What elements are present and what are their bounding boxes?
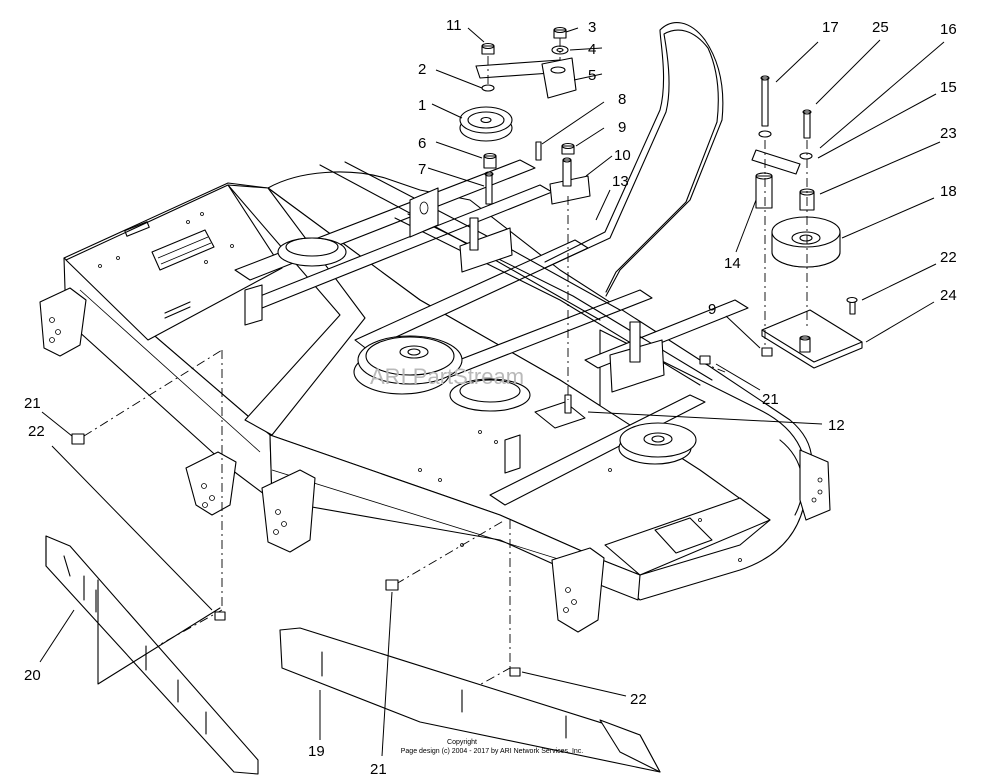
part-21-nut-left	[71, 433, 85, 445]
callout-14: 14	[724, 255, 741, 272]
part-21-nut-front	[385, 579, 399, 591]
callout-9a: 9	[618, 119, 626, 136]
callout-21c: 21	[370, 761, 387, 778]
callout-19: 19	[308, 743, 325, 760]
part-14-spacer	[755, 175, 773, 209]
callout-3: 3	[588, 19, 596, 36]
copyright-line-1: Copyright	[447, 739, 477, 746]
copyright-line-2: Page design (c) 2004 - 2017 by ARI Netwo…	[401, 748, 584, 755]
left-hanger-bracket	[185, 451, 237, 516]
rear-upright-bracket	[409, 187, 439, 238]
callout-18: 18	[940, 183, 957, 200]
callout-21b: 21	[24, 395, 41, 412]
callout-25: 25	[872, 19, 889, 36]
idler-arm-assembly	[459, 26, 591, 205]
callout-16: 16	[940, 21, 957, 38]
callout-15: 15	[940, 79, 957, 96]
part-8-pin	[535, 141, 542, 161]
mower-deck	[39, 159, 831, 633]
part-22-bolt-left	[214, 611, 226, 621]
warning-decal	[151, 229, 215, 271]
leader-lines	[39, 27, 945, 757]
callout-22a: 22	[940, 249, 957, 266]
callout-9b: 9	[708, 301, 716, 318]
right-spindle-pulley	[618, 422, 697, 465]
part-11-nut	[481, 45, 495, 55]
callout-22c: 22	[630, 691, 647, 708]
callout-23: 23	[940, 125, 957, 142]
part-25-bolt	[803, 111, 811, 139]
part-18-pulley	[771, 216, 841, 268]
front-baffle-part-19	[279, 627, 661, 773]
part-17-bolt	[761, 77, 769, 127]
right-deck-bracket	[799, 449, 831, 521]
center-spindle-pulley	[353, 335, 463, 395]
center-upright-bracket	[459, 227, 513, 273]
right-idler-assembly	[751, 75, 863, 369]
left-baffle-part-20	[45, 535, 259, 775]
front-channel	[489, 394, 706, 506]
callout-24: 24	[940, 287, 957, 304]
callout-1: 1	[418, 97, 426, 114]
left-spindle-housing	[277, 237, 347, 267]
part-9-nut	[561, 145, 575, 155]
callout-22b: 22	[28, 423, 45, 440]
watermark: ARI PartStream	[370, 364, 524, 389]
part-10-plate	[549, 175, 591, 205]
callout-7: 7	[418, 161, 426, 178]
discharge-decal	[654, 517, 713, 554]
front-post	[504, 434, 521, 474]
right-post	[629, 321, 641, 363]
slot-decal	[164, 301, 191, 314]
idler-stud	[564, 394, 572, 414]
part-21-nut-right	[699, 355, 711, 365]
idler-pulley-lower	[449, 378, 531, 412]
callout-17: 17	[822, 19, 839, 36]
callout-6: 6	[418, 135, 426, 152]
callout-labels: 11 3 4 2 5 1 8 9 6 10 7 13 17 25 16 15 2…	[24, 17, 957, 778]
part-15-washer	[799, 152, 813, 160]
callout-10: 10	[614, 147, 631, 164]
part-16-bar	[751, 149, 801, 175]
deck-diagonal-plate	[227, 184, 366, 436]
baffle-hardware	[71, 355, 711, 677]
front-right-gusset	[551, 547, 605, 633]
center-post	[469, 217, 479, 251]
part-6-spacer	[483, 155, 497, 169]
rear-post-left	[244, 284, 263, 326]
callout-5: 5	[588, 67, 596, 84]
callout-12: 12	[828, 417, 845, 434]
front-left-gusset	[261, 469, 316, 553]
part-22-bolt-front	[509, 667, 521, 677]
callout-2: 2	[418, 61, 426, 78]
callout-4: 4	[588, 41, 596, 58]
deck-front-skirt	[269, 434, 641, 601]
callout-11: 11	[446, 17, 462, 34]
part-7-bolt	[485, 173, 493, 205]
part-1-idler-pulley	[459, 106, 513, 142]
part-2-spacer	[481, 84, 495, 92]
callout-8: 8	[618, 91, 626, 108]
callout-21a: 21	[762, 391, 779, 408]
drive-belt	[544, 22, 724, 297]
left-rear-hanger	[39, 287, 87, 357]
callout-20: 20	[24, 667, 41, 684]
deck-bolt-holes	[98, 212, 742, 562]
part-9-nut-right	[761, 347, 773, 357]
callout-13: 13	[612, 173, 629, 190]
part-3-nut	[553, 29, 567, 39]
idler-mount-plate	[534, 401, 586, 429]
right-upright-bracket	[609, 339, 665, 393]
